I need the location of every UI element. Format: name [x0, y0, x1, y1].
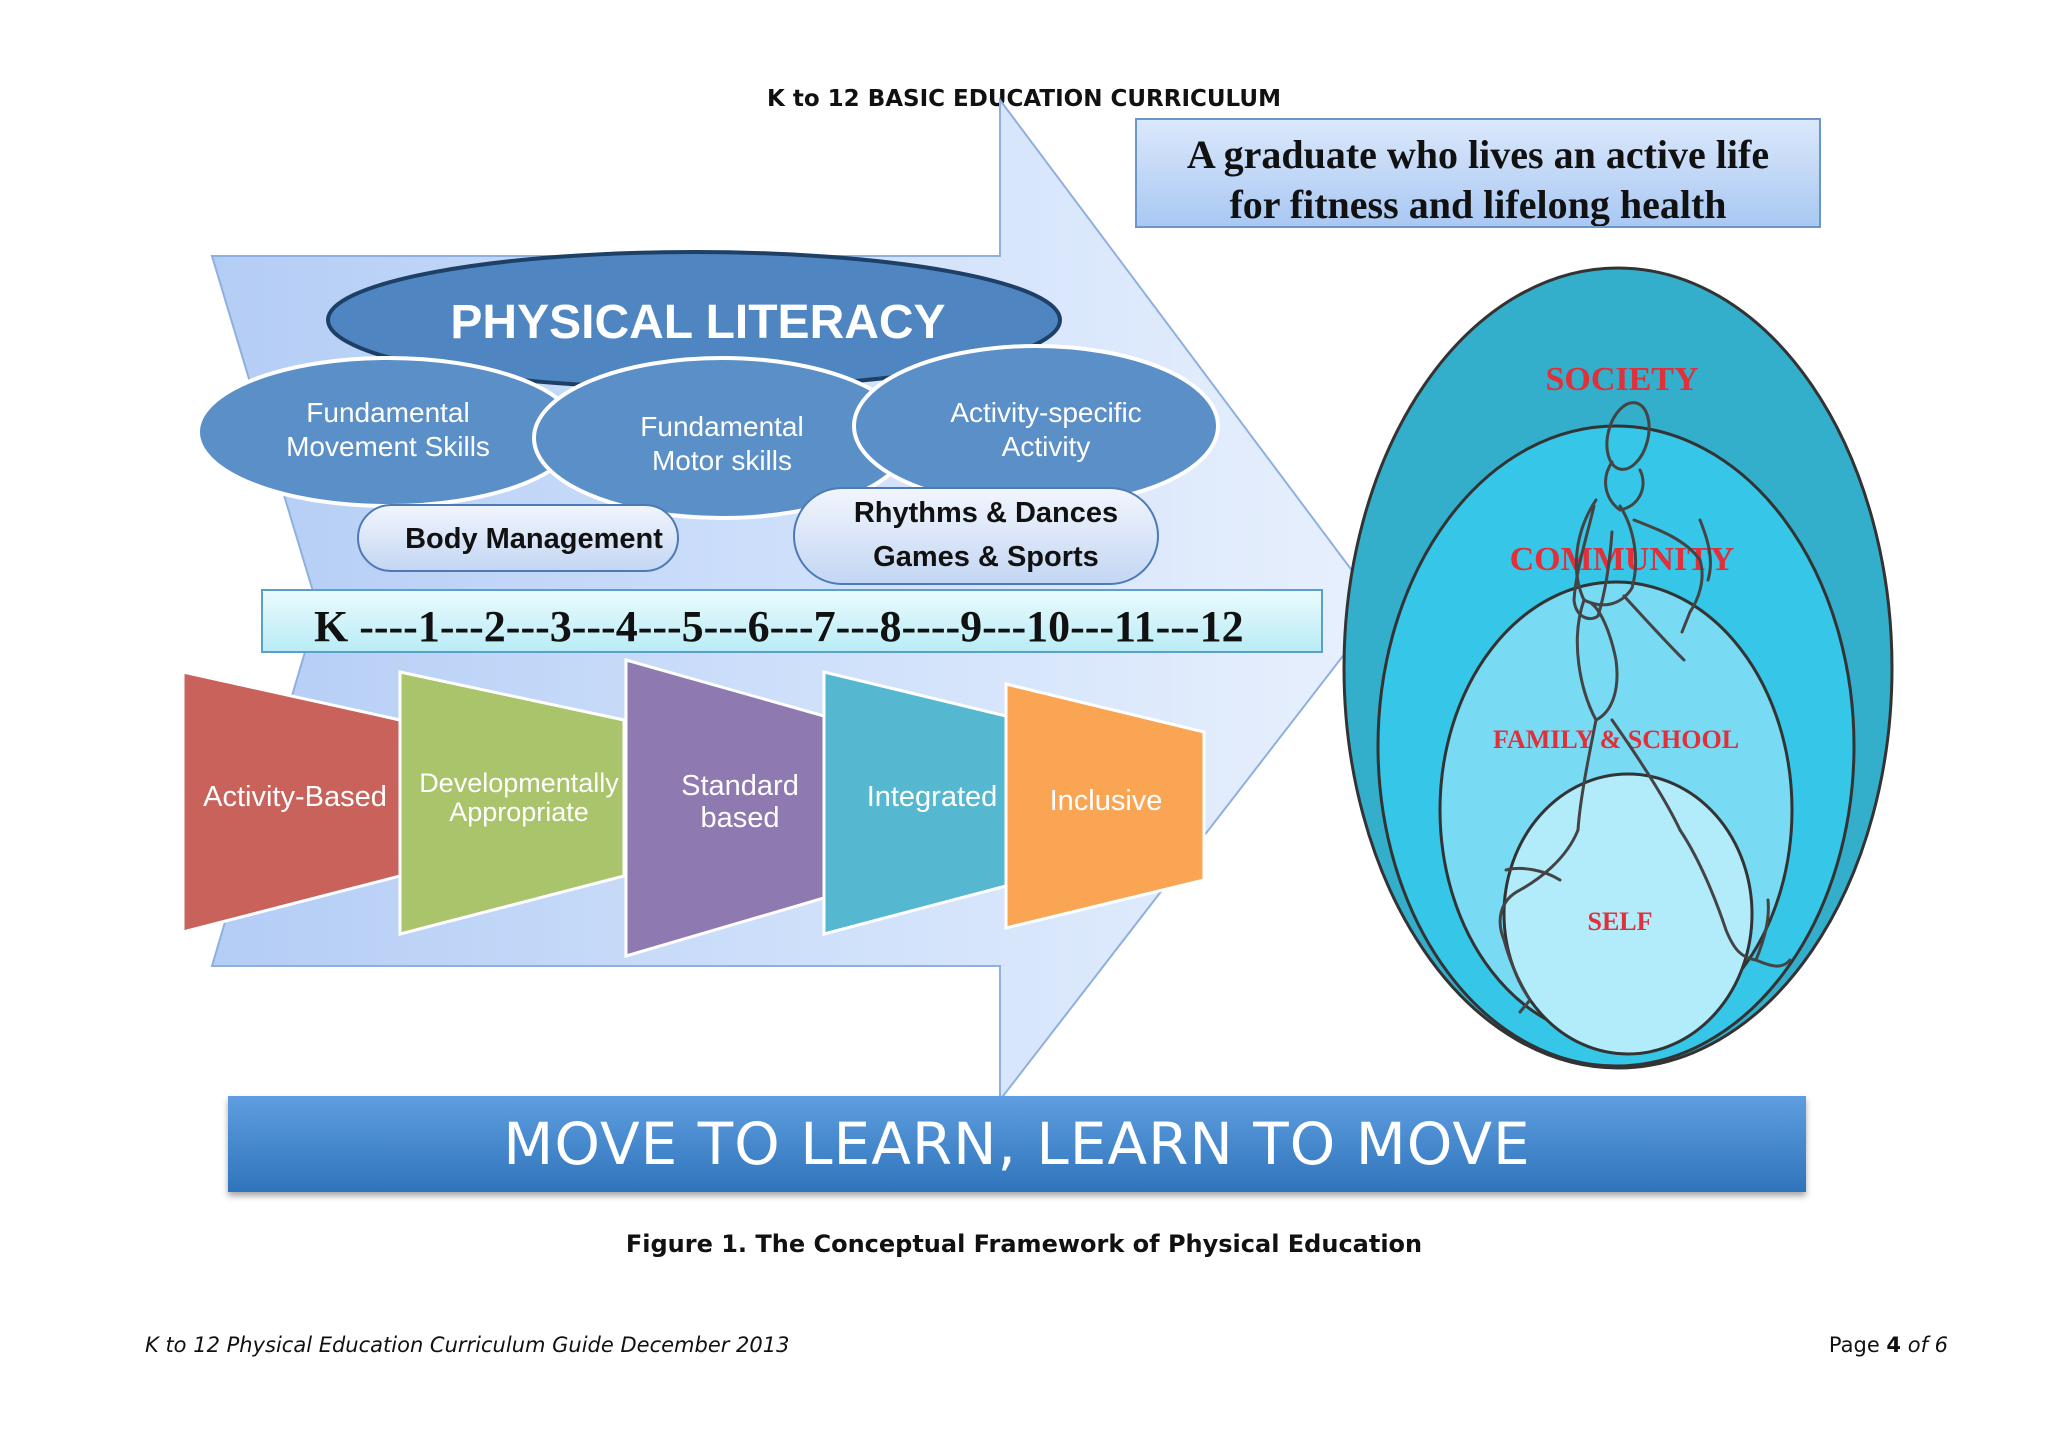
activities-line1: Rhythms & Dances — [854, 497, 1118, 529]
page-header: K to 12 BASIC EDUCATION CURRICULUM — [767, 86, 1281, 112]
skill-line2: Movement Skills — [286, 431, 490, 462]
family-school-label: FAMILY & SCHOOL — [1493, 725, 1739, 754]
skill-line1: Fundamental — [306, 397, 469, 428]
approach-inclusive: Inclusive — [1004, 682, 1206, 930]
approach-integrated: Integrated — [822, 670, 1008, 936]
footer-page-number: Page 4 of 6 — [1829, 1333, 1948, 1357]
graduate-line1: A graduate who lives an active life — [1186, 132, 1770, 177]
approach-line2: based — [700, 802, 779, 834]
walking-figure-illustration — [1498, 401, 1792, 1014]
approach-standard-based: Standard based — [624, 658, 826, 959]
graduate-goal-box: A graduate who lives an active life for … — [1135, 118, 1821, 228]
motto-banner: MOVE TO LEARN, LEARN TO MOVE — [228, 1096, 1806, 1192]
page-current: 4 — [1886, 1333, 1902, 1357]
approach-developmentally-appropriate: Developmentally Appropriate — [398, 670, 626, 936]
graduate-line2: for fitness and lifelong health — [1229, 182, 1727, 227]
page-suffix: of 6 — [1901, 1333, 1948, 1357]
approach-line1: Standard — [681, 770, 799, 802]
self-label: SELF — [1587, 907, 1652, 936]
skill-line1: Activity-specific — [950, 397, 1141, 428]
page-prefix: Page — [1828, 1333, 1887, 1357]
motto-text: MOVE TO LEARN, LEARN TO MOVE — [503, 1110, 1531, 1178]
footer-guide-title: K to 12 Physical Education Curriculum Gu… — [145, 1333, 790, 1357]
skill-activity-specific: Activity-specific Activity — [852, 344, 1220, 508]
activities-line2: Games & Sports — [873, 541, 1099, 573]
approach-label: Activity-Based — [203, 781, 387, 813]
body-management-label: Body Management — [405, 523, 663, 555]
skill-line2: Activity — [1002, 431, 1091, 462]
skill-line2: Motor skills — [652, 445, 792, 476]
approach-label: Integrated — [867, 781, 998, 813]
approach-line2: Appropriate — [449, 797, 589, 827]
grade-levels-text: K ----1---2---3---4---5---6---7---8----9… — [314, 602, 1244, 651]
figure-caption: Figure 1. The Conceptual Framework of Ph… — [625, 1230, 1423, 1258]
society-label: SOCIETY — [1545, 361, 1698, 398]
approach-label: Inclusive — [1050, 785, 1163, 817]
approach-line1: Developmentally — [419, 768, 619, 798]
physical-literacy-title: PHYSICAL LITERACY — [450, 296, 945, 349]
grade-levels-bar: K ----1---2---3---4---5---6---7---8----9… — [261, 589, 1323, 653]
skill-fundamental-movement: Fundamental Movement Skills — [196, 356, 580, 508]
body-management-pill: Body Management — [357, 504, 679, 572]
activities-pill: Rhythms & Dances Games & Sports — [793, 487, 1159, 585]
skill-line1: Fundamental — [640, 411, 803, 442]
community-label: COMMUNITY — [1510, 541, 1735, 578]
